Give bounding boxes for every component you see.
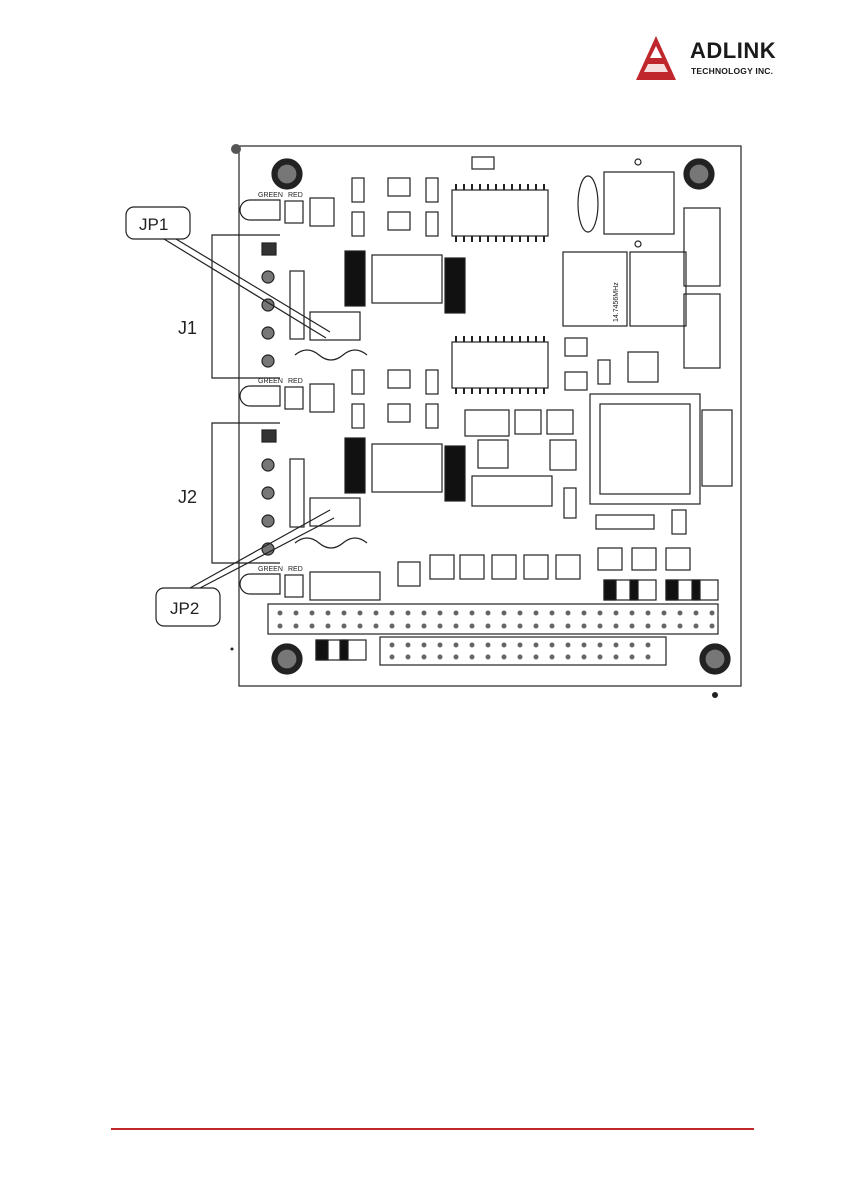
board-outline xyxy=(239,146,741,686)
led-red-label-1: RED xyxy=(288,192,303,199)
j1-label: J1 xyxy=(178,318,197,338)
crystal-freq-label: 14.7456MHz xyxy=(613,282,620,322)
led-red-label-2: RED xyxy=(288,378,303,385)
led-red-label-3: RED xyxy=(288,566,303,573)
jp2-label: JP2 xyxy=(170,599,199,618)
jp1-label: JP1 xyxy=(139,215,168,234)
pcb-board-diagram: JP1 JP2 J1 J2 GREEN RED GREEN RED GREEN … xyxy=(0,0,841,760)
led-green-label-2: GREEN xyxy=(258,378,283,385)
footer-rule xyxy=(111,1128,754,1130)
led-green-label-1: GREEN xyxy=(258,192,283,199)
led-green-label-3: GREEN xyxy=(258,566,283,573)
j2-label: J2 xyxy=(178,487,197,507)
